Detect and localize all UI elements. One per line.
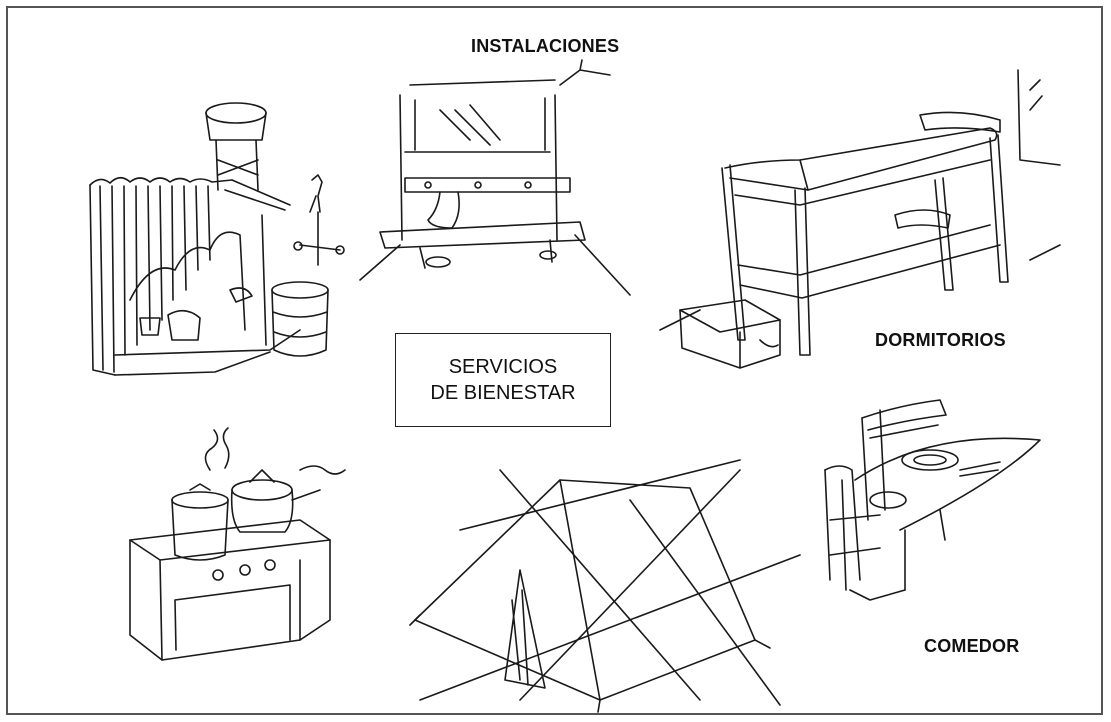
label-dormitorios: DORMITORIOS [875, 330, 1006, 350]
dining-table-sketch [824, 399, 1041, 601]
stove-sketch [129, 427, 346, 661]
label-comedor: COMEDOR [924, 636, 1020, 656]
shower-enclosure-sketch [89, 102, 345, 376]
central-title-box: SERVICIOS DE BIENESTAR [395, 333, 611, 427]
washstand-sketch [359, 59, 631, 296]
central-title-line1: SERVICIOS [448, 356, 558, 378]
label-instalaciones: INSTALACIONES [471, 36, 620, 56]
tent-crossed-out-sketch [409, 459, 801, 713]
central-title-line2: DE BIENESTAR [430, 382, 576, 404]
bunk-beds-sketch [659, 69, 1061, 369]
